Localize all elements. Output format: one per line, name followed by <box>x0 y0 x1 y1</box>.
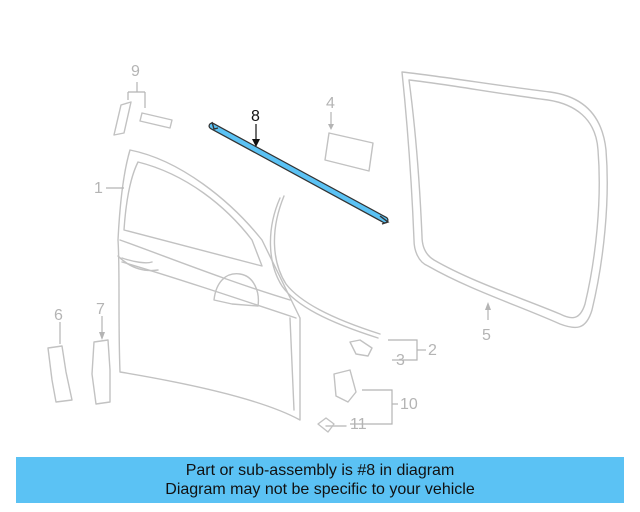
callout-5[interactable]: 5 <box>482 327 491 344</box>
callout-2[interactable]: 2 <box>428 342 437 359</box>
part-8-belt-weatherstrip[interactable] <box>208 121 390 225</box>
callout-10[interactable]: 10 <box>400 396 418 413</box>
part-5-door-opening-weatherstrip <box>401 71 608 329</box>
info-banner: Part or sub-assembly is #8 in diagram Di… <box>16 457 624 503</box>
leader-arrow-8 <box>252 139 260 147</box>
part-6-bracket <box>47 322 73 403</box>
callout-9[interactable]: 9 <box>131 63 140 80</box>
parts-diagram: 9 8 4 1 2 3 <box>47 63 608 433</box>
banner-line-part-info: Part or sub-assembly is #8 in diagram <box>185 462 455 479</box>
callout-6[interactable]: 6 <box>54 307 63 324</box>
callout-3[interactable]: 3 <box>396 352 405 369</box>
callout-1[interactable]: 1 <box>94 180 103 197</box>
callout-7[interactable]: 7 <box>96 301 105 318</box>
part-9-trim-pieces <box>113 82 173 136</box>
banner-line-disclaimer: Diagram may not be specific to your vehi… <box>165 481 475 498</box>
callout-4[interactable]: 4 <box>326 95 335 112</box>
part-4-pad <box>324 112 374 172</box>
part-10-hinge-cover <box>317 369 398 433</box>
part-7-bracket <box>91 316 111 405</box>
callout-8[interactable]: 8 <box>251 108 260 125</box>
part-1-front-door <box>106 149 301 421</box>
part-3-frame-seal <box>269 195 426 361</box>
callout-11[interactable]: 11 <box>350 416 367 433</box>
